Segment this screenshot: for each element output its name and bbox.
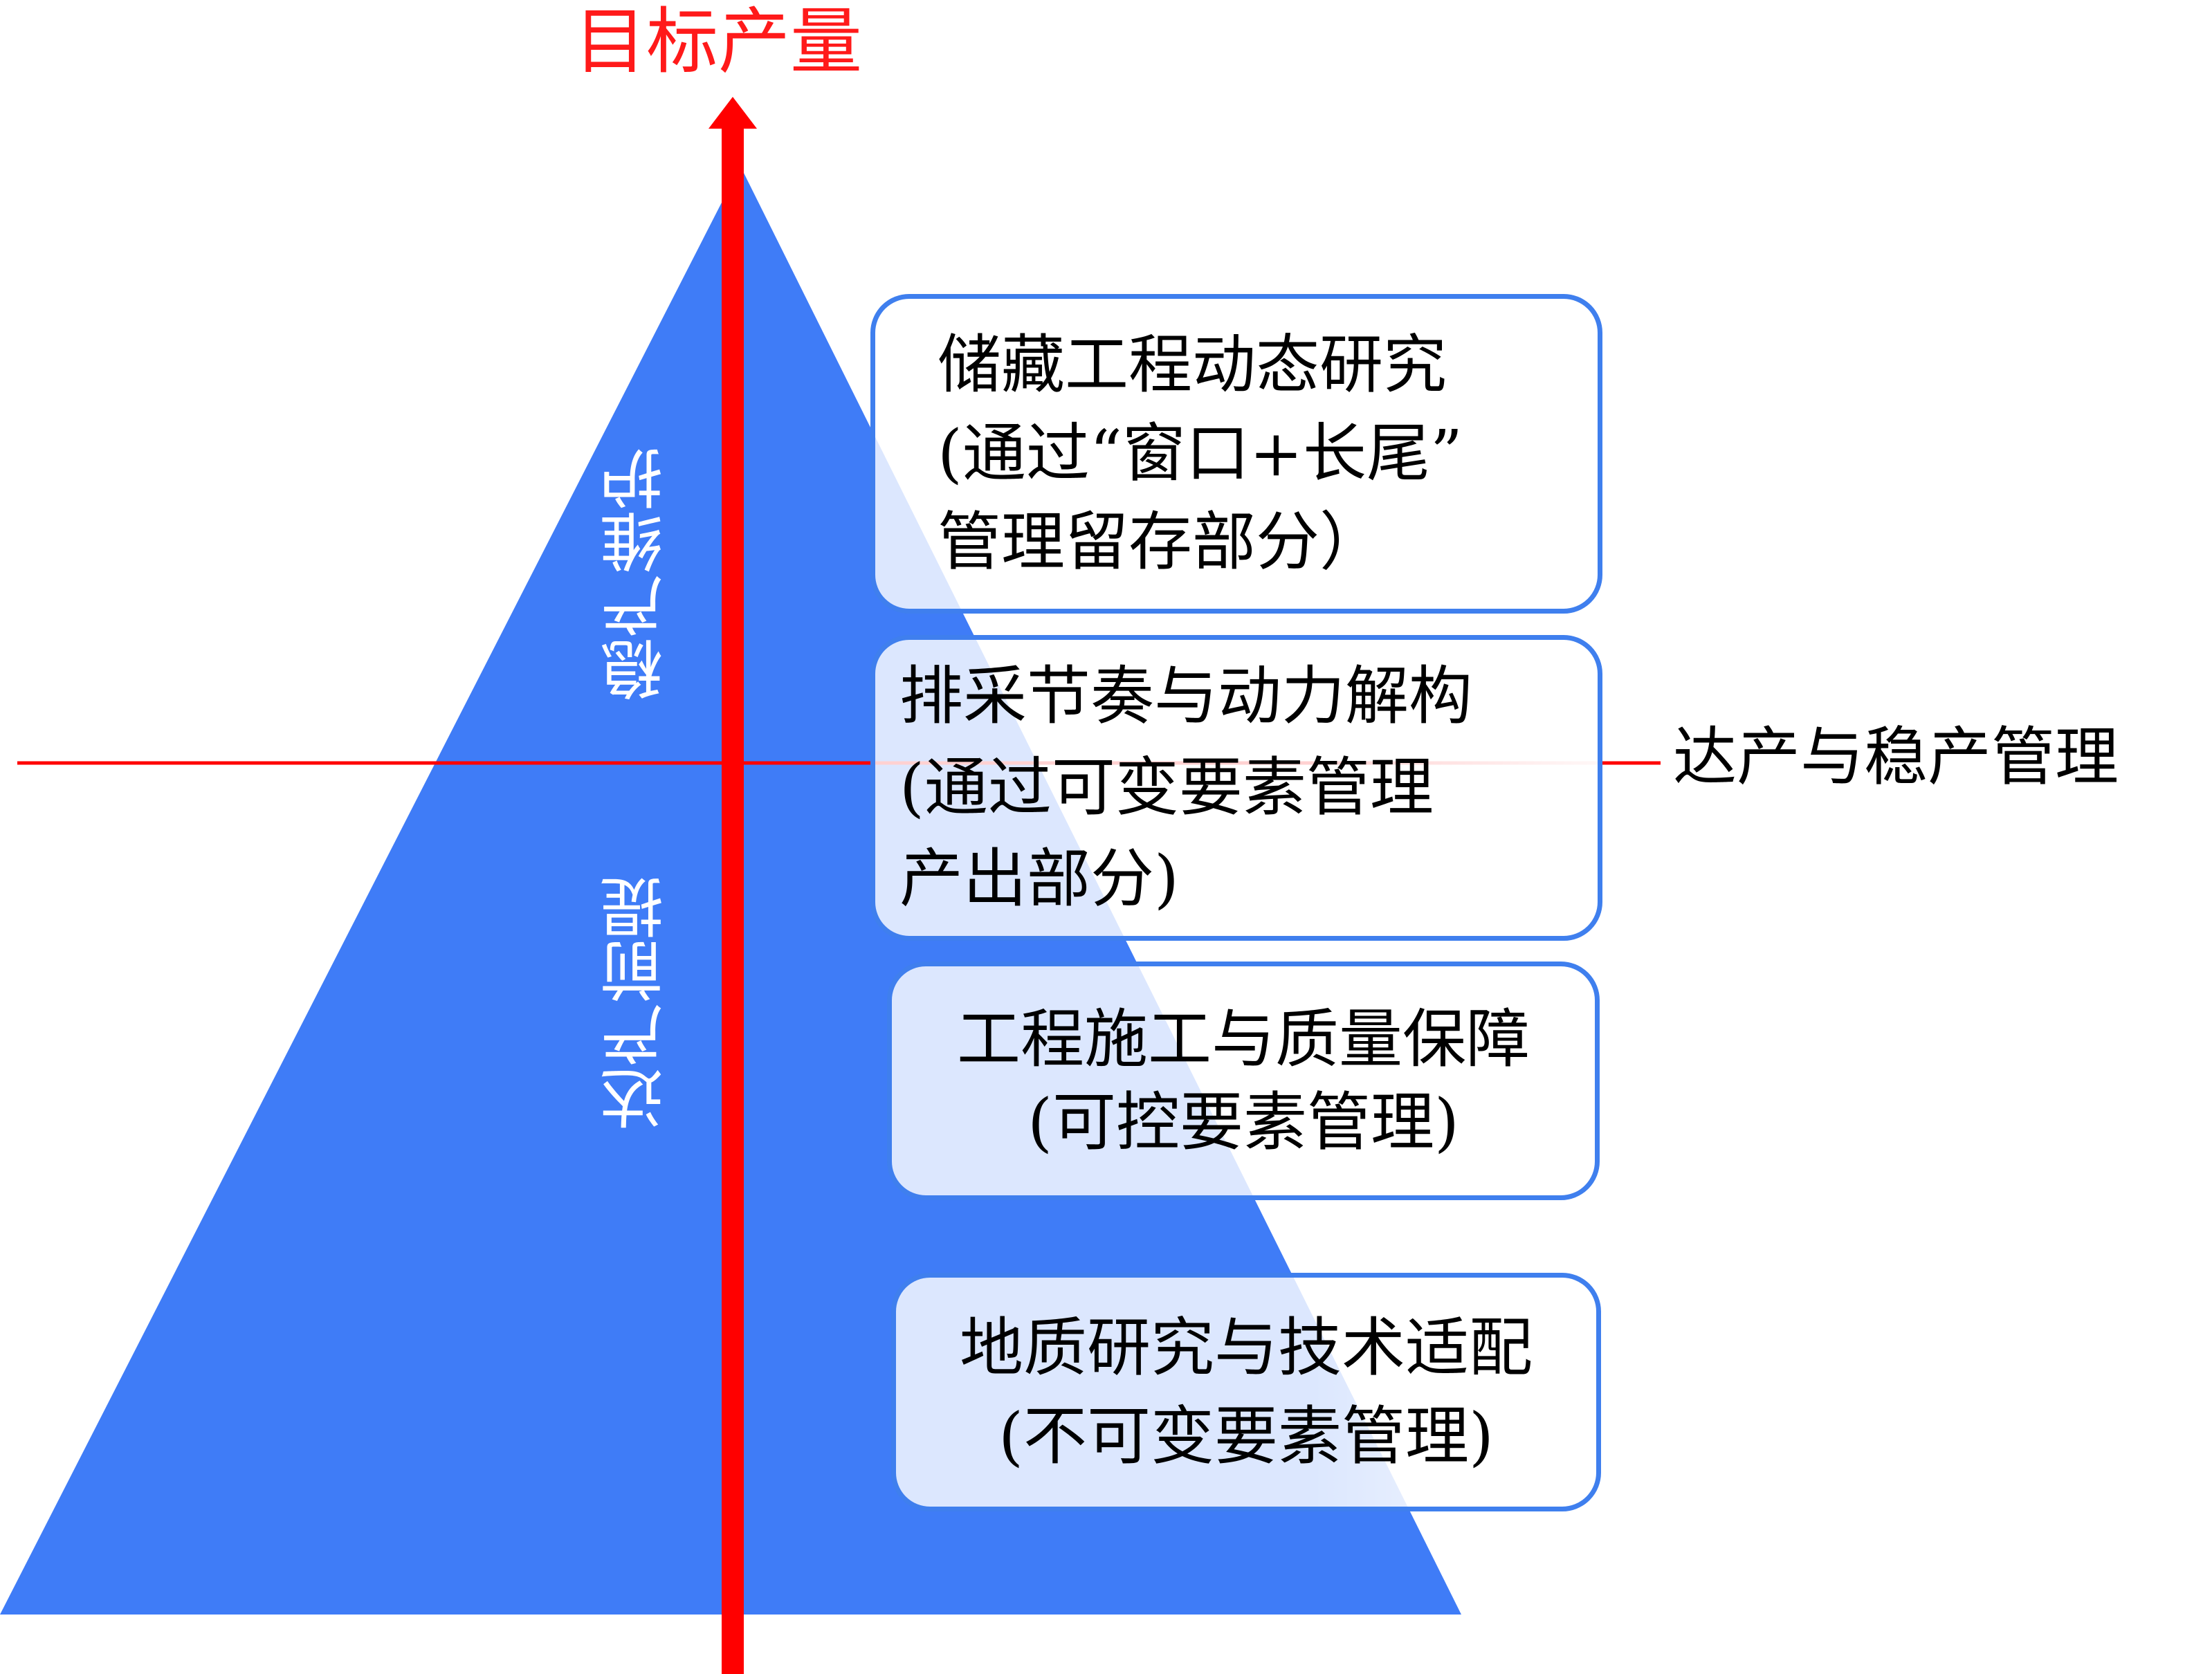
box-reservoir-dynamics: 储藏工程动态研究 (通过“窗口+长尾” 管理留存部分） xyxy=(870,294,1602,614)
box-line: (通过可变要素管理 xyxy=(899,751,1434,825)
box-line: 管理留存部分） xyxy=(938,505,1384,579)
divider-label: 达产与稳产管理 xyxy=(1673,720,2119,794)
box-drainage-rhythm: 排采节奏与动力解构 (通过可变要素管理 产出部分) xyxy=(870,635,1602,941)
box-line: 地质研究与技术适配 xyxy=(959,1310,1533,1385)
box-line: (通过“窗口+长尾” xyxy=(938,416,1463,490)
target-output-title: 目标产量 xyxy=(574,0,863,84)
box-line: 产出部分) xyxy=(899,842,1179,916)
box-line: (不可变要素管理) xyxy=(998,1399,1494,1473)
axis-arrow-shaft xyxy=(722,128,744,1674)
side-label-production-premise: 达产前提 xyxy=(600,876,674,1130)
box-geology-technology: 地质研究与技术适配 (不可变要素管理) xyxy=(891,1273,1601,1511)
side-label-stable-maintenance: 稳产维护 xyxy=(600,447,674,701)
axis-arrow-head xyxy=(709,97,757,129)
box-line: (可控要素管理) xyxy=(1027,1085,1459,1159)
box-line: 工程施工与质量保障 xyxy=(956,1002,1530,1076)
box-line: 排采节奏与动力解构 xyxy=(899,659,1473,733)
box-line: 储藏工程动态研究 xyxy=(938,328,1447,402)
box-engineering-quality: 工程施工与质量保障 (可控要素管理) xyxy=(887,962,1600,1200)
